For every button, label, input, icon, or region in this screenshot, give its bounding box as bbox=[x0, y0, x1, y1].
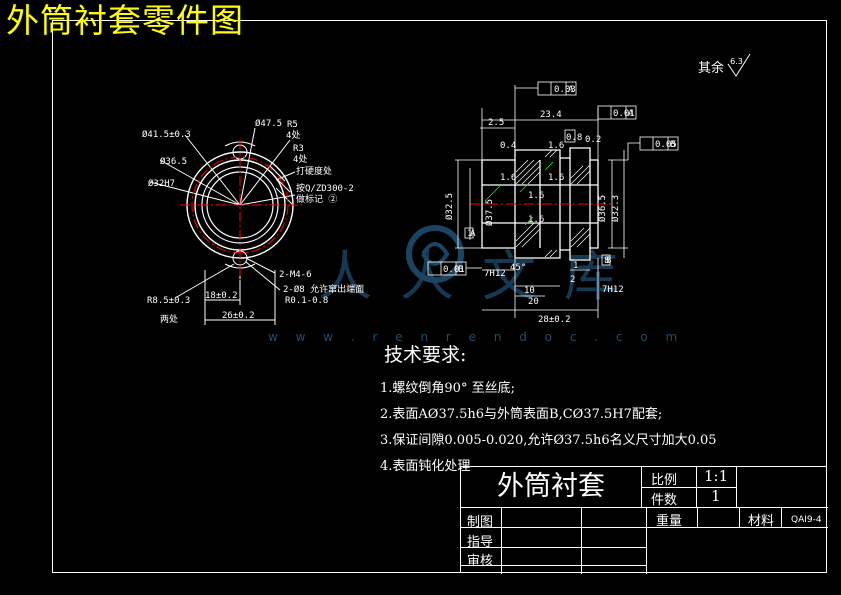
drawing-number: QAI9-4 bbox=[791, 515, 822, 525]
watermark-url: w w w . r e n r e n d o c . c o m bbox=[268, 330, 685, 344]
lbl-r16b: 1.6 bbox=[500, 173, 516, 183]
lbl-r3-count: 4处 bbox=[293, 153, 307, 165]
lbl-7h12b: 7H12 bbox=[602, 285, 624, 295]
lbl-45: 45° bbox=[510, 263, 526, 273]
lbl-tol3-ref: B bbox=[670, 140, 675, 150]
scale-value: 1:1 bbox=[704, 467, 729, 485]
roughness-symbol bbox=[727, 53, 751, 77]
tech-item: 2.表面AØ37.5h6与外筒表面B,CØ37.5H7配套; bbox=[380, 407, 663, 422]
review-label: 审核 bbox=[467, 554, 494, 569]
lbl-s1: 1 bbox=[573, 261, 578, 271]
lbl-d36: Ø36.5 bbox=[160, 156, 187, 167]
qty-value: 1 bbox=[711, 487, 721, 505]
tech-heading: 技术要求: bbox=[384, 344, 467, 366]
lbl-thread: 2-M4-6 bbox=[279, 270, 312, 280]
section-hatch bbox=[515, 149, 591, 258]
lbl-d375: Ø37.5 bbox=[484, 199, 495, 226]
lbl-tol4-ref: B bbox=[458, 265, 463, 275]
drawn-label: 制图 bbox=[467, 515, 494, 530]
lbl-s3: 8 bbox=[604, 256, 609, 266]
qty-label: 件数 bbox=[651, 493, 678, 508]
lbl-mark2: 做标记 ② bbox=[296, 193, 337, 205]
guide-label: 指导 bbox=[467, 535, 494, 550]
lbl-r08: 0.8 bbox=[566, 133, 582, 143]
lbl-r16e: 1.6 bbox=[528, 215, 544, 225]
lbl-d47: Ø47.5 bbox=[255, 118, 282, 129]
lbl-s2: 1 bbox=[467, 229, 472, 239]
scale-label: 比例 bbox=[651, 473, 678, 488]
title-block: 外筒衬套 比例 1:1 件数 1 重量 材料 QAI9-4 制图 指导 审核 bbox=[460, 466, 828, 574]
section-green-dims bbox=[485, 161, 554, 226]
end-view-labels: Ø41.5±0.3 Ø47.5 R5 4处 R3 4处 Ø36.5 Ø32H7 … bbox=[142, 118, 364, 325]
lbl-len234: 23.4 bbox=[540, 110, 562, 120]
lbl-r8-count: 两处 bbox=[160, 313, 178, 325]
lbl-7h12a: 7H12 bbox=[484, 269, 506, 279]
lbl-hole: 2-Ø8 允许窜出端面 bbox=[283, 283, 364, 295]
lbl-dim10: 10 bbox=[524, 286, 535, 296]
lbl-tol3: 0.05 bbox=[655, 140, 677, 150]
lbl-tol2-ref: A bbox=[628, 109, 634, 119]
tech-requirements: 技术要求: 1.螺纹倒角90° 至丝底; 2.表面AØ37.5h6与外筒表面B,… bbox=[380, 340, 717, 483]
lbl-tol4: 0.01 bbox=[443, 265, 465, 275]
part-name: 外筒衬套 bbox=[497, 471, 605, 502]
lbl-d32: Ø32H7 bbox=[148, 178, 175, 189]
end-view-centerlines bbox=[180, 140, 302, 280]
lbl-r16c: 1.6 bbox=[548, 173, 564, 183]
lbl-r5-count: 4处 bbox=[286, 129, 300, 141]
lbl-r5: R5 bbox=[287, 120, 298, 130]
lbl-mark: 按Q/ZD300-2 bbox=[296, 182, 354, 194]
lbl-dim18: 18±0.2 bbox=[205, 291, 238, 301]
lbl-tol2: 0.01 bbox=[613, 109, 635, 119]
lbl-r3: R3 bbox=[293, 144, 304, 154]
lbl-2-5: 2.5 bbox=[488, 118, 504, 128]
lbl-tol1-ref: A bbox=[568, 85, 574, 95]
lbl-hole2: R0.1-0.8 bbox=[285, 296, 328, 306]
roughness-note: 其余 6.3 bbox=[698, 57, 743, 76]
lbl-dim26: 26±0.2 bbox=[222, 311, 255, 321]
drawing-frame bbox=[52, 20, 827, 573]
lbl-d41: Ø41.5±0.3 bbox=[142, 129, 191, 140]
lbl-r16a: 1.6 bbox=[548, 141, 564, 151]
lbl-dim20: 20 bbox=[528, 297, 539, 307]
lbl-dim2: 2 bbox=[570, 275, 575, 285]
lbl-tol1: 0.03 bbox=[554, 85, 576, 95]
lbl-r04: 0.4 bbox=[500, 141, 516, 151]
material-label: 材料 bbox=[748, 514, 775, 529]
tech-item: 3.保证间隙0.005-0.020,允许Ø37.5h6名义尺寸加大0.05 bbox=[380, 433, 717, 448]
page-title: 外筒衬套零件图 bbox=[6, 1, 244, 40]
lbl-d323: Ø32.3 bbox=[610, 195, 621, 222]
roughness-label: 其余 bbox=[698, 61, 725, 76]
lbl-d365: Ø36.5 bbox=[597, 195, 608, 222]
section-labels: 0.03 A 0.01 A 0.05 B 0.01 B 23.4 2.5 0.4… bbox=[443, 85, 677, 325]
tech-item: 4.表面钝化处理 bbox=[380, 459, 471, 474]
roughness-value: 6.3 bbox=[730, 57, 743, 66]
section-dims bbox=[427, 81, 679, 318]
lbl-a: A bbox=[470, 229, 476, 239]
weight-label: 重量 bbox=[656, 514, 683, 529]
lbl-r8: R8.5±0.3 bbox=[147, 296, 190, 306]
lbl-b: B bbox=[606, 256, 611, 266]
lbl-hard: 打硬度处 bbox=[296, 165, 332, 177]
lbl-d325: Ø32.5 bbox=[444, 193, 455, 220]
lbl-dim28: 28±0.2 bbox=[538, 315, 571, 325]
tech-item: 1.螺纹倒角90° 至丝底; bbox=[380, 381, 515, 396]
watermark-text: 人人文库 bbox=[318, 245, 646, 308]
lbl-r02: 0.2 bbox=[585, 135, 601, 145]
lbl-r16d: 1.6 bbox=[528, 191, 544, 201]
